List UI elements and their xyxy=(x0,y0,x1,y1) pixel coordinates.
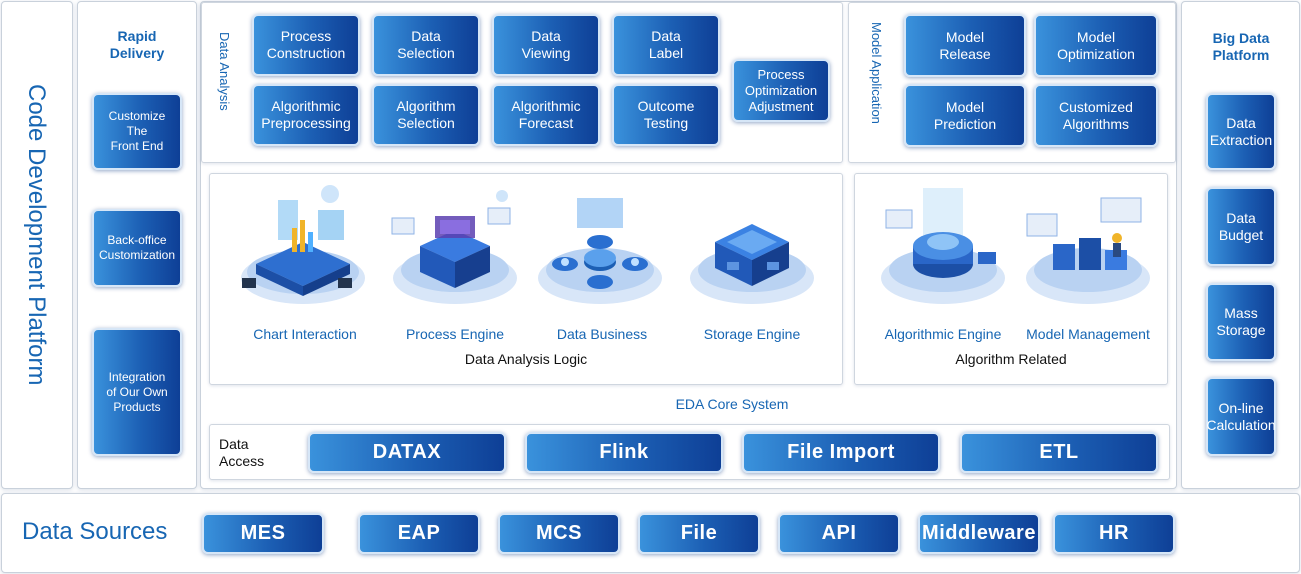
process-engine-label: Process Engine xyxy=(405,326,505,342)
algorithm-related-title: Algorithm Related xyxy=(955,351,1067,367)
code-platform-title: Code Development Platform xyxy=(23,84,50,386)
data-budget-button[interactable]: Data Budget xyxy=(1206,187,1276,266)
model-management-illustration xyxy=(1026,197,1150,304)
eda-core-system-title: EDA Core System xyxy=(675,396,789,412)
data-analysis-title: Data Analysis xyxy=(217,32,232,111)
customized-algorithms-button[interactable]: Customized Algorithms xyxy=(1034,84,1158,147)
online-calculation-button[interactable]: On-line Calculation xyxy=(1206,377,1276,456)
chart-interaction-label: Chart Interaction xyxy=(253,326,357,342)
data-business-module: Data Business xyxy=(527,180,677,342)
model-optimization-button[interactable]: Model Optimization xyxy=(1034,14,1158,77)
data-sources-title: Data Sources xyxy=(22,518,168,545)
code-platform-panel xyxy=(1,1,73,489)
storage-engine-module: Storage Engine xyxy=(677,180,827,342)
chart-interaction-illustration xyxy=(241,185,365,304)
big-data-title: Big Data Platform xyxy=(1212,30,1270,63)
file-button[interactable]: File xyxy=(638,513,760,554)
datax-button[interactable]: DATAX xyxy=(308,432,506,473)
file-import-button[interactable]: File Import xyxy=(742,432,940,473)
customize-front-end-button[interactable]: Customize The Front End xyxy=(92,93,182,170)
process-engine-module: Process Engine xyxy=(380,180,530,342)
middleware-button[interactable]: Middleware xyxy=(918,513,1040,554)
hr-button[interactable]: HR xyxy=(1053,513,1175,554)
rapid-delivery-title: Rapid Delivery xyxy=(109,28,165,61)
mass-storage-button[interactable]: Mass Storage xyxy=(1206,283,1276,361)
integration-own-products-button[interactable]: Integration of Our Own Products xyxy=(92,328,182,456)
etl-button[interactable]: ETL xyxy=(960,432,1158,473)
data-label-button[interactable]: Data Label xyxy=(612,14,720,76)
algorithmic-preprocessing-button[interactable]: Algorithmic Preprocessing xyxy=(252,84,360,146)
algorithm-selection-button[interactable]: Algorithm Selection xyxy=(372,84,480,146)
process-optimization-adjustment-button[interactable]: Process Optimization Adjustment xyxy=(732,59,830,122)
model-prediction-button[interactable]: Model Prediction xyxy=(904,84,1026,147)
chart-interaction-module: Chart Interaction xyxy=(230,180,380,342)
model-management-label: Model Management xyxy=(1026,326,1150,342)
back-office-customization-button[interactable]: Back-office Customization xyxy=(92,209,182,287)
api-button[interactable]: API xyxy=(778,513,900,554)
storage-engine-label: Storage Engine xyxy=(703,326,801,342)
algorithmic-forecast-button[interactable]: Algorithmic Forecast xyxy=(492,84,600,146)
data-business-illustration xyxy=(538,198,662,304)
data-analysis-logic-title: Data Analysis Logic xyxy=(464,351,588,367)
data-extraction-button[interactable]: Data Extraction xyxy=(1206,93,1276,170)
outcome-testing-button[interactable]: Outcome Testing xyxy=(612,84,720,146)
algorithmic-engine-illustration xyxy=(881,188,1005,304)
flink-button[interactable]: Flink xyxy=(525,432,723,473)
mcs-button[interactable]: MCS xyxy=(498,513,620,554)
data-business-label: Data Business xyxy=(556,326,648,342)
model-release-button[interactable]: Model Release xyxy=(904,14,1026,77)
data-selection-button[interactable]: Data Selection xyxy=(372,14,480,76)
process-construction-button[interactable]: Process Construction xyxy=(252,14,360,76)
eap-button[interactable]: EAP xyxy=(358,513,480,554)
storage-engine-illustration xyxy=(690,224,814,304)
model-application-title: Model Application xyxy=(869,22,884,124)
data-viewing-button[interactable]: Data Viewing xyxy=(492,14,600,76)
mes-button[interactable]: MES xyxy=(202,513,324,554)
algorithmic-engine-label: Algorithmic Engine xyxy=(884,326,1002,342)
model-management-module: Model Management xyxy=(1013,180,1163,342)
data-access-label: Data Access xyxy=(219,436,265,469)
process-engine-illustration xyxy=(391,190,517,304)
algorithmic-engine-module: Algorithmic Engine xyxy=(868,180,1018,342)
